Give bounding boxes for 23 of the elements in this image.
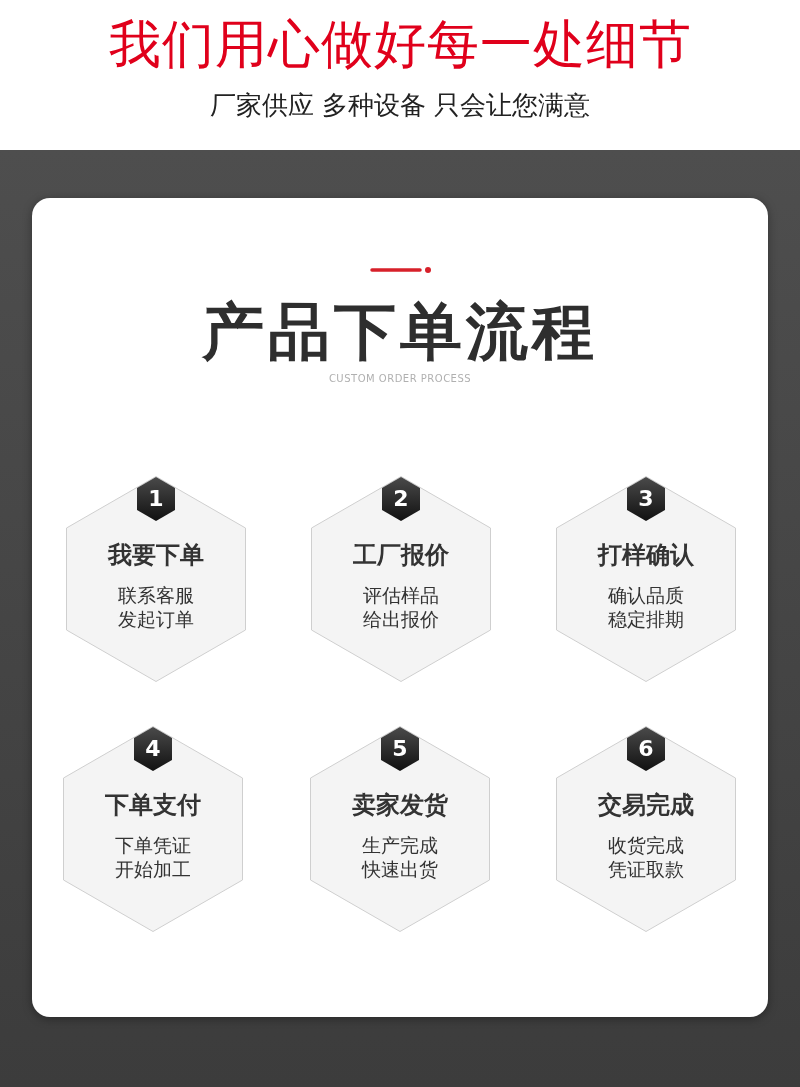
step-title: 打样确认	[596, 540, 695, 570]
content-card	[32, 198, 768, 1017]
step-description: 评估样品给出报价	[362, 583, 440, 631]
step-description: 收货完成凭证取款	[607, 833, 685, 881]
step-description: 确认品质稳定排期	[607, 583, 685, 631]
step-title: 下单支付	[104, 790, 202, 820]
page-subtitle: 厂家供应 多种设备 只会让您满意	[208, 89, 592, 122]
section-heading: 产品下单流程	[201, 294, 599, 370]
step-description: 生产完成快速出货	[360, 833, 439, 881]
step-title: 工厂报价	[352, 540, 450, 570]
page-title: 我们用心做好每一处细节	[107, 13, 693, 76]
step-title: 交易完成	[597, 790, 695, 820]
step-hexagon	[66, 476, 246, 682]
step-hexagon	[311, 476, 491, 682]
step-description: 下单凭证开始加工	[114, 833, 192, 881]
step-description: 联系客服发起订单	[117, 583, 195, 631]
section-subheading: CUSTOM ORDER PROCESS	[327, 372, 473, 386]
step-hexagon	[63, 726, 243, 932]
step-hexagon	[556, 476, 736, 682]
step-hexagon	[310, 726, 490, 932]
step-hexagon	[556, 726, 736, 932]
step-title: 我要下单	[107, 540, 205, 570]
step-title: 卖家发货	[351, 790, 449, 820]
